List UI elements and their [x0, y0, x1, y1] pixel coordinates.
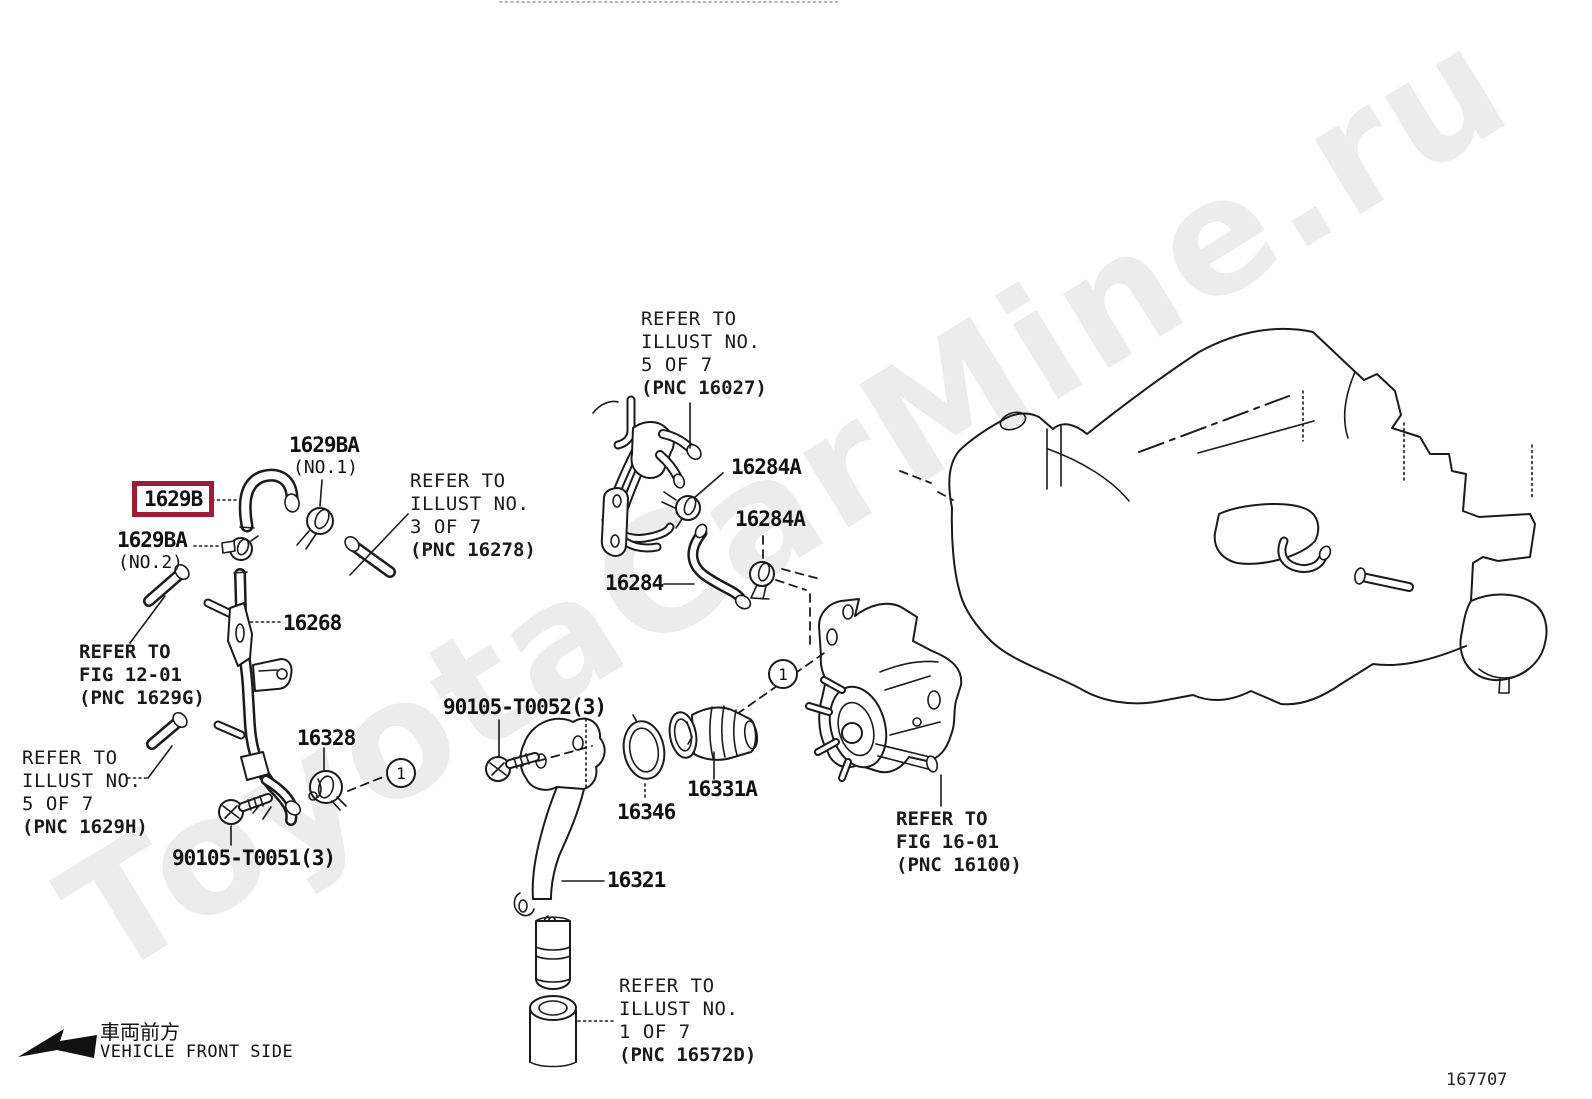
ref-note-pnc1629g: REFER TO FIG 12-01 (PNC 1629G)	[79, 641, 205, 710]
ref-note-pnc16100: REFER TO FIG 16-01 (PNC 16100)	[896, 808, 1022, 877]
water-bypass-pipe-drawing	[203, 568, 302, 826]
hose-pnc16278-drawing	[344, 513, 409, 578]
bypass-pipe-assembly-drawing	[592, 395, 702, 557]
part-label-16321[interactable]: 16321	[607, 868, 666, 892]
ref-line: FIG 12-01	[79, 664, 182, 686]
callout-bolt-1-left: 1	[386, 758, 416, 788]
part-label-16284[interactable]: 16284	[605, 571, 664, 595]
part-label-1629b-highlighted[interactable]: 1629B	[132, 481, 215, 517]
part-label-16328[interactable]: 16328	[297, 726, 356, 750]
bolt-90105-t0051-drawing	[218, 793, 273, 846]
part-label-16284a-1[interactable]: 16284A	[731, 455, 802, 479]
gasket-drawing	[622, 714, 666, 798]
bolt-90105-t0052-drawing	[485, 719, 593, 782]
hose-pnc1629h-drawing	[127, 711, 188, 779]
inlet-pipe-drawing	[529, 995, 617, 1068]
ref-line: REFER TO	[410, 470, 506, 492]
ref-line: ILLUST NO.	[22, 770, 142, 792]
thermostat-drawing	[668, 705, 759, 780]
callout-bolt-1-right: 1	[768, 659, 798, 689]
water-pump-drawing	[736, 579, 963, 807]
ref-line: (PNC 1629H)	[22, 816, 148, 838]
water-inlet-drawing	[513, 717, 606, 990]
part-label-1629ba-no1[interactable]: 1629BA	[289, 433, 360, 457]
ref-note-pnc16572d: REFER TO ILLUST NO. 1 OF 7 (PNC 16572D)	[619, 975, 756, 1067]
hose-clamp-no2-drawing	[193, 535, 259, 561]
part-label-16346[interactable]: 16346	[617, 800, 676, 824]
ref-line: (PNC 16572D)	[619, 1044, 757, 1066]
part-label-90105-t0052[interactable]: 90105-T0052(3)	[443, 695, 607, 719]
ref-line: (PNC 16100)	[896, 854, 1022, 876]
part-label-16331a[interactable]: 16331A	[687, 777, 758, 801]
ref-line: 1 OF 7	[619, 1021, 691, 1043]
ref-line: 5 OF 7	[22, 793, 94, 815]
ref-note-pnc1629h: REFER TO ILLUST NO. 5 OF 7 (PNC 1629H)	[22, 747, 148, 839]
heater-hose-1629b-drawing	[211, 468, 300, 533]
ref-line: ILLUST NO.	[619, 998, 739, 1020]
ref-line: 5 OF 7	[641, 354, 713, 376]
water-bypass-hose-drawing	[663, 523, 752, 610]
vehicle-front-side-en: VEHICLE FRONT SIDE	[100, 1042, 294, 1062]
hose-clamp-no1-drawing	[296, 479, 334, 550]
vehicle-front-arrow-icon	[18, 1029, 97, 1058]
ref-line: (PNC 1629G)	[79, 687, 205, 709]
hose-clamp-16284a-1-drawing	[661, 472, 724, 529]
ref-line: 3 OF 7	[410, 516, 482, 538]
part-label-16284a-2[interactable]: 16284A	[735, 507, 806, 531]
part-label-1629ba-no2[interactable]: 1629BA	[117, 528, 188, 552]
hose-clamp-16284a-2-drawing	[749, 535, 775, 600]
hose-fig12-01-drawing	[129, 563, 190, 644]
ref-note-pnc16027: REFER TO ILLUST NO. 5 OF 7 (PNC 16027)	[641, 308, 767, 400]
ref-line: REFER TO	[896, 808, 988, 830]
ref-line: (PNC 16278)	[410, 539, 536, 561]
part-note-no1: (NO.1)	[293, 457, 359, 478]
part-label-90105-t0051[interactable]: 90105-T0051(3)	[172, 846, 336, 870]
ref-line: FIG 16-01	[896, 831, 999, 853]
part-note-no2: (NO.2)	[118, 552, 184, 573]
part-label-16268[interactable]: 16268	[283, 611, 342, 635]
ref-line: REFER TO	[79, 641, 171, 663]
ref-note-pnc16278: REFER TO ILLUST NO. 3 OF 7 (PNC 16278)	[410, 470, 536, 562]
ref-line: REFER TO	[619, 975, 715, 997]
figure-number: 167707	[1446, 1070, 1508, 1090]
ref-line: (PNC 16027)	[641, 377, 767, 399]
vehicle-front-side-jp: 車両前方	[100, 1020, 180, 1044]
ref-line: REFER TO	[22, 747, 118, 769]
engine-outline-drawing	[781, 327, 1548, 706]
ref-line: REFER TO	[641, 308, 737, 330]
hose-clamp-16328-drawing	[308, 747, 384, 811]
ref-line: ILLUST NO.	[410, 493, 530, 515]
ref-line: ILLUST NO.	[641, 331, 761, 353]
